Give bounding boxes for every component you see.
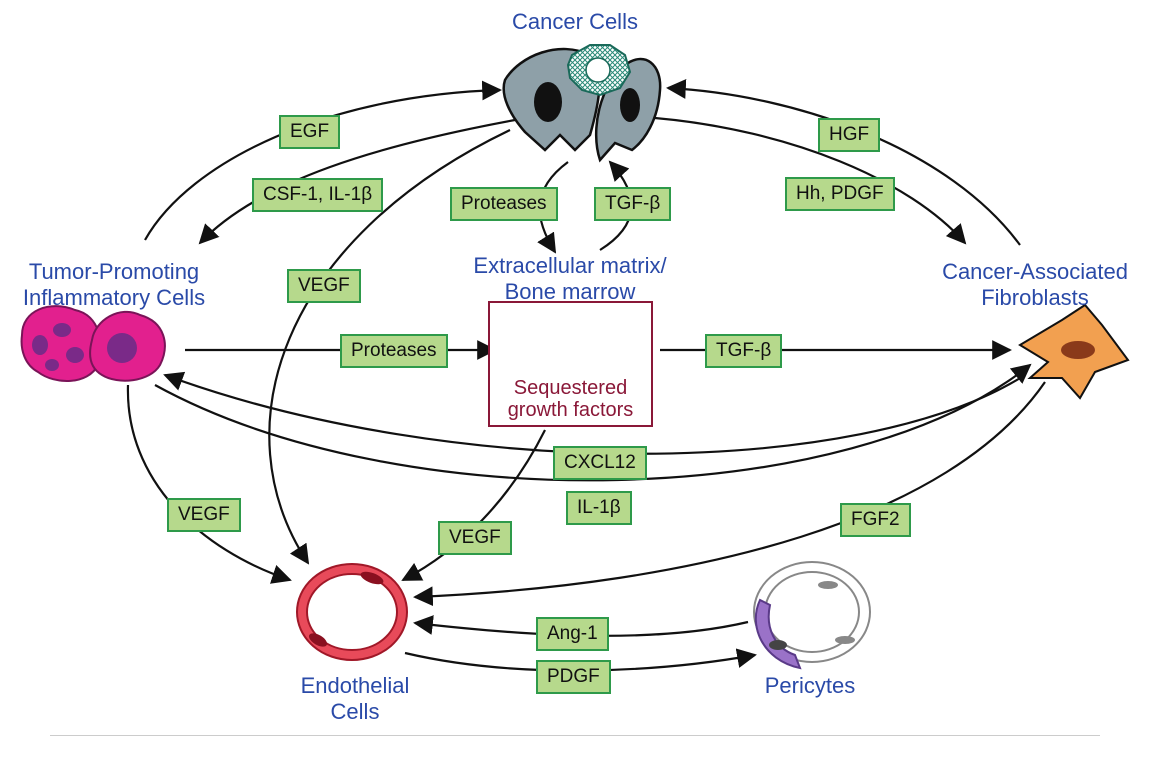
- pericyte-illustration: [753, 561, 871, 670]
- inflammatory-label-line2: Inflammatory Cells: [22, 285, 206, 310]
- fibroblasts-label: Cancer-Associated Fibroblasts: [920, 259, 1150, 311]
- signal-proteases-cancer: Proteases: [450, 187, 558, 221]
- signal-ang1: Ang-1: [536, 617, 609, 651]
- fibroblasts-label-line1: Cancer-Associated: [942, 259, 1128, 284]
- fibroblast-illustration: [1018, 303, 1130, 400]
- signal-vegf-cancer: VEGF: [287, 269, 361, 303]
- signal-hgf: HGF: [818, 118, 881, 152]
- signal-il1b: IL-1β: [566, 491, 632, 525]
- sequestered-line1: Sequestered: [513, 377, 628, 399]
- arrow-fgf2: [413, 381, 1046, 607]
- pericytes-label: Pericytes: [764, 673, 856, 698]
- endothelial-label-line2: Cells: [330, 699, 380, 724]
- signal-vegf-inflammatory: VEGF: [167, 498, 241, 532]
- endothelial-label-line1: Endothelial: [300, 673, 410, 698]
- ecm-label-line2: Bone marrow: [504, 279, 636, 304]
- inflammatory-cells-illustration: [20, 305, 166, 383]
- signal-tgfb-fibroblasts: TGF-β: [705, 334, 783, 368]
- inflammatory-label-line1: Tumor-Promoting: [28, 259, 200, 284]
- signal-vegf-ecm: VEGF: [438, 521, 512, 555]
- signal-proteases-inflammatory: Proteases: [340, 334, 448, 368]
- sequestered-growth-factors-label: Sequestered growth factors: [488, 377, 653, 421]
- signal-pdgf: PDGF: [536, 660, 611, 694]
- bottom-divider: [50, 735, 1100, 736]
- arrow-vegf-inflam: [126, 384, 292, 584]
- arrow-hgf: [666, 79, 1021, 246]
- ecm-label: Extracellular matrix/ Bone marrow: [450, 253, 690, 305]
- cancer-cell-nucleus-right: [620, 88, 640, 122]
- signal-csf1-il1b: CSF-1, IL-1β: [252, 178, 384, 212]
- cancer-cell-nucleus-left: [534, 82, 562, 122]
- ecm-label-line1: Extracellular matrix/: [473, 253, 667, 278]
- signal-hh-pdgf: Hh, PDGF: [785, 177, 895, 211]
- sequestered-line2: growth factors: [507, 399, 634, 421]
- arrow-csf-il1b: [198, 118, 516, 245]
- signal-tgfb-cancer: TGF-β: [594, 187, 672, 221]
- arrow-egf: [144, 80, 502, 241]
- arrow-hh-pdgf: [654, 116, 967, 245]
- arrow-vegf-cancer-endothelial: [268, 129, 511, 565]
- cancer-cells-label: Cancer Cells: [512, 9, 638, 34]
- endothelial-cells-label: Endothelial Cells: [275, 673, 435, 725]
- endothelial-illustration: [296, 563, 408, 661]
- signal-fgf2: FGF2: [840, 503, 911, 537]
- ecm-box: [488, 301, 653, 427]
- fibroblasts-label-line2: Fibroblasts: [981, 285, 1089, 310]
- inflammatory-cells-label: Tumor-Promoting Inflammatory Cells: [4, 259, 224, 311]
- arrow-vegf-ecm: [401, 429, 546, 581]
- signal-cxcl12: CXCL12: [553, 446, 647, 480]
- cancer-cells-illustration: [502, 44, 662, 163]
- signal-egf: EGF: [279, 115, 341, 149]
